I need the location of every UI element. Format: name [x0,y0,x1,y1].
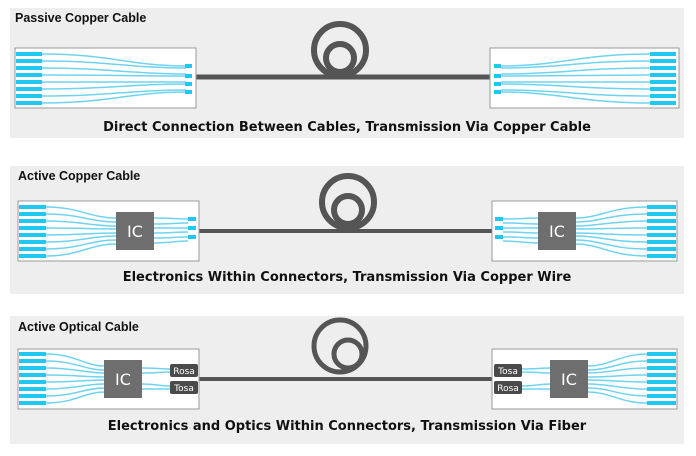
passive-copper-cable-diagram [14,21,680,109]
ic-chip [550,360,588,398]
ic-label: IC [115,370,131,389]
active-copper-cable-diagram: IC IC [17,173,678,262]
left-pins [19,205,46,258]
ic-label: IC [549,222,565,241]
cable-coil-inner [323,41,357,75]
right-wires-out [587,353,648,404]
panel-title: Passive Copper Cable [15,11,147,25]
ic-label: IC [561,370,577,389]
active-optical-cable-panel: Active Optical Cable IC Rosa Tosa [10,316,684,444]
rosa-label: Rosa [497,384,519,394]
cable-coil-outer [311,21,369,79]
left-wires-in [45,353,105,404]
active-copper-cable-panel: Active Copper Cable IC [10,166,684,294]
left-wires-out [153,217,189,244]
panel-caption: Electronics and Optics Within Connectors… [107,419,587,434]
passive-copper-cable-panel: Passive Copper Cable [10,8,684,138]
left-cable-contacts [188,217,196,239]
active-optical-cable-diagram: IC Rosa Tosa Tosa Rosa IC [17,317,678,410]
tosa-chip [170,381,198,394]
right-wires-out [575,206,648,257]
left-connector [17,200,200,262]
panel-caption: Direct Connection Between Cables, Transm… [103,120,591,135]
rosa-chip [494,381,522,394]
right-pins [647,205,676,258]
left-pins [19,352,46,405]
left-wires [41,53,187,104]
cable-coil-outer [319,173,377,231]
right-cable-contacts [495,217,503,239]
rosa-chip [170,364,198,377]
tosa-label: Tosa [173,384,194,394]
tosa-label: Tosa [497,367,518,377]
ic-chip [104,360,142,398]
panel-title: Active Optical Cable [18,320,139,334]
panel-caption: Electronics Within Connectors, Transmiss… [122,270,572,285]
right-wires-in [502,217,539,244]
left-pins [16,52,42,105]
left-cable-contacts [185,64,192,94]
panel-title: Active Copper Cable [18,169,141,183]
right-connector [491,200,678,262]
ic-label: IC [127,222,143,241]
left-wires-out [141,367,171,390]
right-wires-in [521,367,551,390]
rosa-label: Rosa [173,367,195,377]
left-wires-in [45,206,117,257]
right-cable-contacts [494,64,501,94]
cable-coil-inner [331,337,365,371]
right-pins [647,352,676,405]
cable-coil-outer [311,317,369,375]
right-pins [650,52,676,105]
tosa-chip [494,364,522,377]
cable-coil-inner [331,193,365,227]
ic-chip [116,212,154,250]
ic-chip [538,212,576,250]
right-wires [500,53,651,104]
